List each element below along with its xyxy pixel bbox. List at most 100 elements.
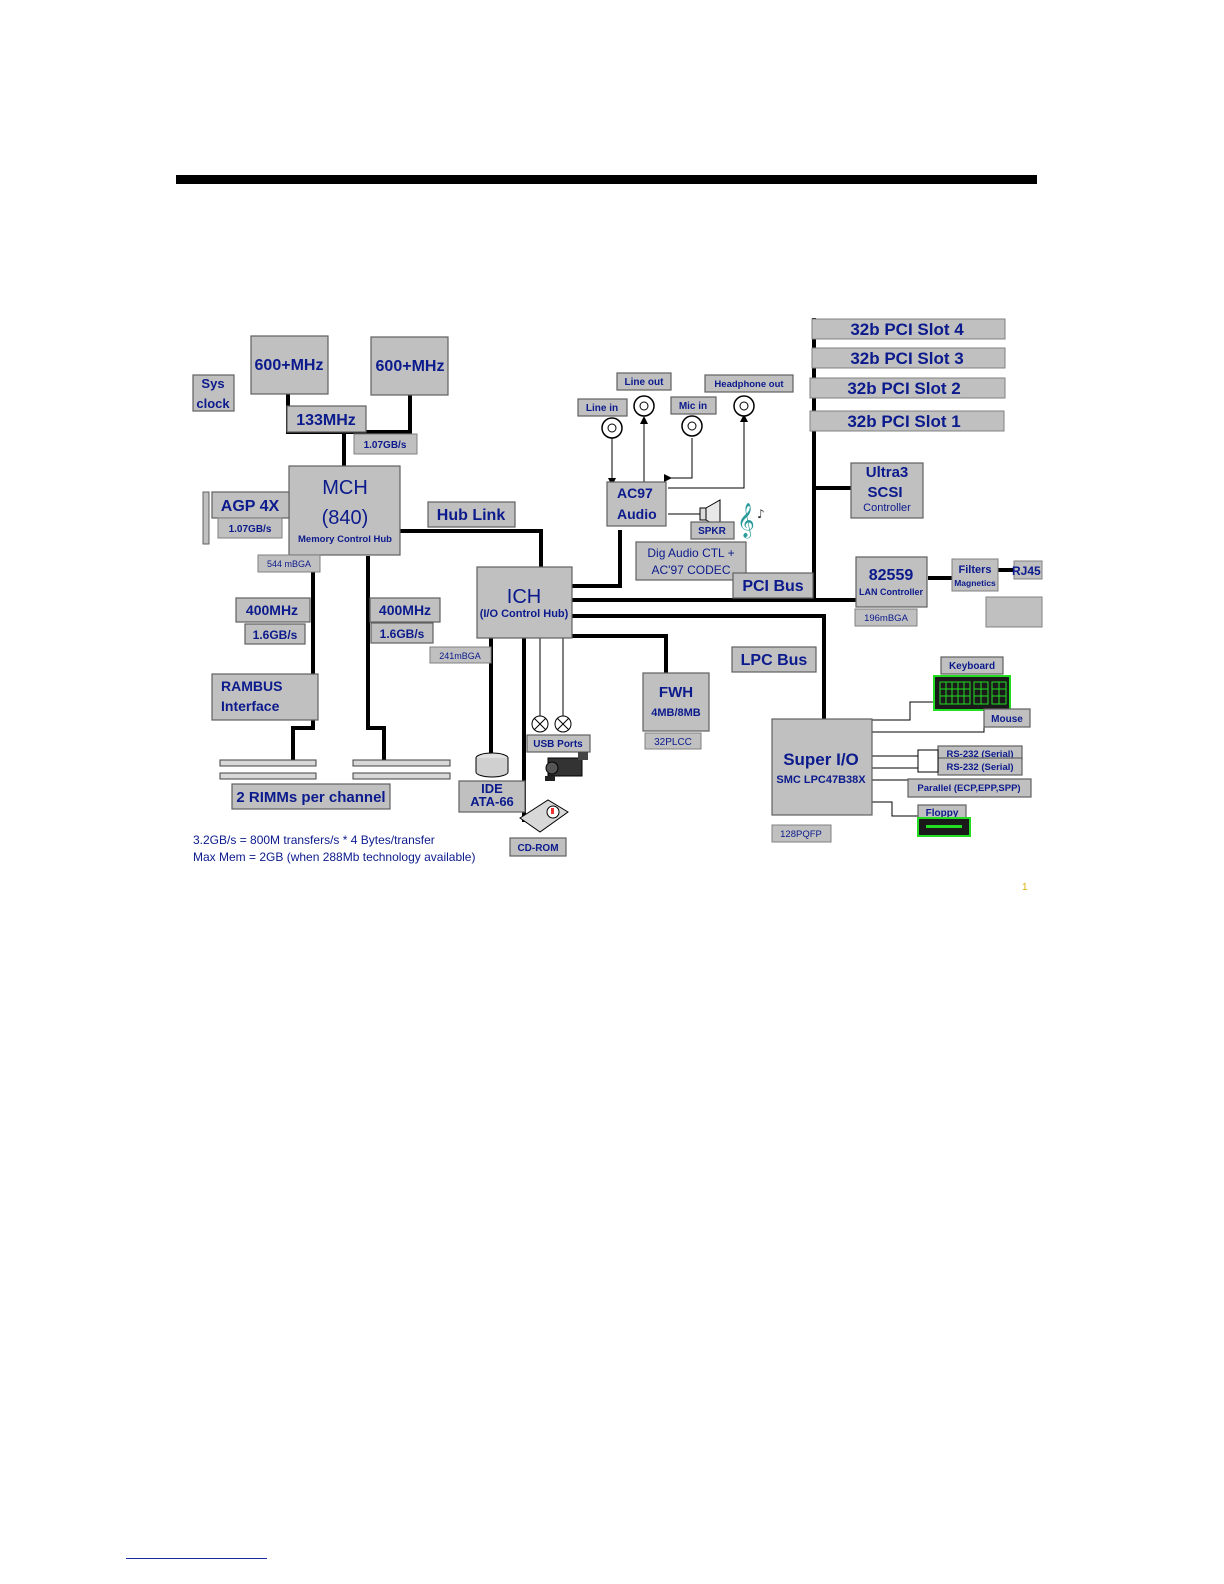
floppy-label: Floppy <box>926 808 959 819</box>
bandwidth-note: 3.2GB/s = 800M transfers/s * 4 Bytes/tra… <box>193 833 435 847</box>
ich-block: ICH (I/O Control Hub) <box>476 566 573 639</box>
rs232-b-block: RS-232 (Serial) <box>937 757 1023 776</box>
cdrom-block: CD-ROM <box>509 837 567 857</box>
pci-slot-3-label: 32b PCI Slot 3 <box>850 349 963 368</box>
pci-slot-2-label: 32b PCI Slot 2 <box>847 379 960 398</box>
ide-block: IDE ATA-66 <box>458 780 526 813</box>
superio-block: Super I/O SMC LPC47B38X <box>771 718 873 816</box>
rimms-label: 2 RIMMs per channel <box>236 789 385 806</box>
memory-channel-a: 400MHz 1.6GB/s <box>235 597 311 645</box>
cpu-1-label: 600+MHz <box>255 357 324 374</box>
hub-link-label: Hub Link <box>437 507 506 524</box>
superio-title: Super I/O <box>783 750 859 769</box>
pci-slot-1-label: 32b PCI Slot 1 <box>847 412 960 431</box>
usb-block: USB Ports <box>526 734 591 753</box>
superio-package-block: 128PQFP <box>771 824 832 843</box>
filters-label-1: Filters <box>958 564 991 576</box>
hub-link-block: Hub Link <box>427 501 516 528</box>
superio-package-label: 128PQFP <box>780 829 822 840</box>
scsi-block: Ultra3 SCSI Controller <box>850 462 924 519</box>
pci-bus-label: PCI Bus <box>742 578 803 595</box>
sys-clock-label-2: clock <box>196 396 230 411</box>
rj45-label: RJ45 <box>1012 564 1041 578</box>
mch-number: (840) <box>322 507 369 529</box>
rimm-slots <box>219 759 451 780</box>
connector-box <box>985 596 1043 628</box>
fwh-package-block: 32PLCC <box>644 732 702 750</box>
lan-title: 82559 <box>869 567 914 584</box>
ide-label-2: ATA-66 <box>470 794 514 809</box>
ich-package-block: 241mBGA <box>429 646 492 664</box>
lan-package-label: 196mBGA <box>864 613 908 624</box>
scsi-label-3: Controller <box>863 502 911 514</box>
svg-text:𝄞: 𝄞 <box>737 503 755 539</box>
line-in-block: Line in <box>577 398 628 417</box>
lan-package-block: 196mBGA <box>854 608 918 627</box>
dig-audio-block: Dig Audio CTL + AC'97 CODEC <box>635 541 747 581</box>
ich-package-label: 241mBGA <box>439 651 481 661</box>
spkr-label: SPKR <box>698 526 727 537</box>
fsb-bandwidth-label: 1.07GB/s <box>364 440 407 451</box>
pci-bus-block: PCI Bus <box>732 572 814 599</box>
ac97-block: AC97 Audio <box>606 481 667 527</box>
agp-label: AGP 4X <box>221 498 280 515</box>
speaker-icon <box>699 499 721 529</box>
keyboard-icon <box>933 675 1011 711</box>
mch-subtitle: Memory Control Hub <box>298 534 392 545</box>
memory-channel-b: 400MHz 1.6GB/s <box>369 597 441 644</box>
mouse-block: Mouse <box>983 708 1031 728</box>
cpu-1-block: 600+MHz <box>250 335 329 395</box>
cdrom-icon <box>519 799 569 833</box>
keyboard-block: Keyboard <box>940 656 1004 675</box>
signal-wires <box>539 418 985 817</box>
sys-clock-label-1: Sys <box>201 376 224 391</box>
agp-block: AGP 4X 1.07GB/s <box>211 491 290 539</box>
rambus-label-2: Interface <box>221 698 280 714</box>
fsb-label: 133MHz <box>296 412 356 429</box>
page-mark: 1 <box>1022 882 1028 893</box>
lan-block: 82559 LAN Controller <box>855 556 928 608</box>
pci-slot-4-label: 32b PCI Slot 4 <box>850 320 964 339</box>
rambus-label-1: RAMBUS <box>221 678 282 694</box>
rs232-b-label: RS-232 (Serial) <box>946 762 1013 773</box>
fwh-subtitle: 4MB/8MB <box>651 707 701 719</box>
camcorder-icon <box>545 752 588 781</box>
pci-slot-4: 32b PCI Slot 4 <box>811 318 1006 340</box>
scsi-label-2: SCSI <box>867 484 902 501</box>
line-out-label: Line out <box>625 377 665 388</box>
usb-label: USB Ports <box>533 739 583 750</box>
cpu-2-label: 600+MHz <box>376 358 445 375</box>
fsb-bandwidth-block: 1.07GB/s <box>353 433 418 455</box>
audio-jack-icons <box>601 395 755 439</box>
top-rule <box>176 175 1037 184</box>
rs232-a-label: RS-232 (Serial) <box>946 749 1013 760</box>
lpc-bus-block: LPC Bus <box>731 646 817 673</box>
line-in-label: Line in <box>586 403 618 414</box>
fwh-block: FWH 4MB/8MB <box>642 672 710 732</box>
mem-a-speed-label: 400MHz <box>246 602 298 618</box>
serial-port-icon <box>917 749 939 773</box>
mem-b-bandwidth-label: 1.6GB/s <box>380 627 425 641</box>
mem-a-bandwidth-label: 1.6GB/s <box>253 628 298 642</box>
lpc-bus-label: LPC Bus <box>741 652 808 669</box>
scsi-label-1: Ultra3 <box>866 464 909 481</box>
mch-title: MCH <box>322 477 368 499</box>
pci-slot-2: 32b PCI Slot 2 <box>809 377 1006 399</box>
floppy-drive-icon <box>917 817 971 837</box>
rambus-block: RAMBUS Interface <box>211 673 319 721</box>
rimms-label-block: 2 RIMMs per channel <box>231 783 391 810</box>
mem-b-speed-label: 400MHz <box>379 602 431 618</box>
pci-slot-3: 32b PCI Slot 3 <box>811 347 1006 369</box>
svg-text:♪: ♪ <box>757 507 765 521</box>
mic-in-block: Mic in <box>670 396 717 415</box>
agp-bandwidth-label: 1.07GB/s <box>229 524 272 535</box>
mouse-label: Mouse <box>991 714 1023 725</box>
rj45-block: RJ45 <box>1012 560 1043 580</box>
cpu-2-block: 600+MHz <box>370 336 449 396</box>
footnote-rule <box>126 1558 267 1559</box>
hard-disk-icon <box>475 752 509 778</box>
max-memory-note: Max Mem = 2GB (when 288Mb technology ava… <box>193 850 475 864</box>
line-out-block: Line out <box>616 372 672 391</box>
ich-title: ICH <box>507 586 541 608</box>
